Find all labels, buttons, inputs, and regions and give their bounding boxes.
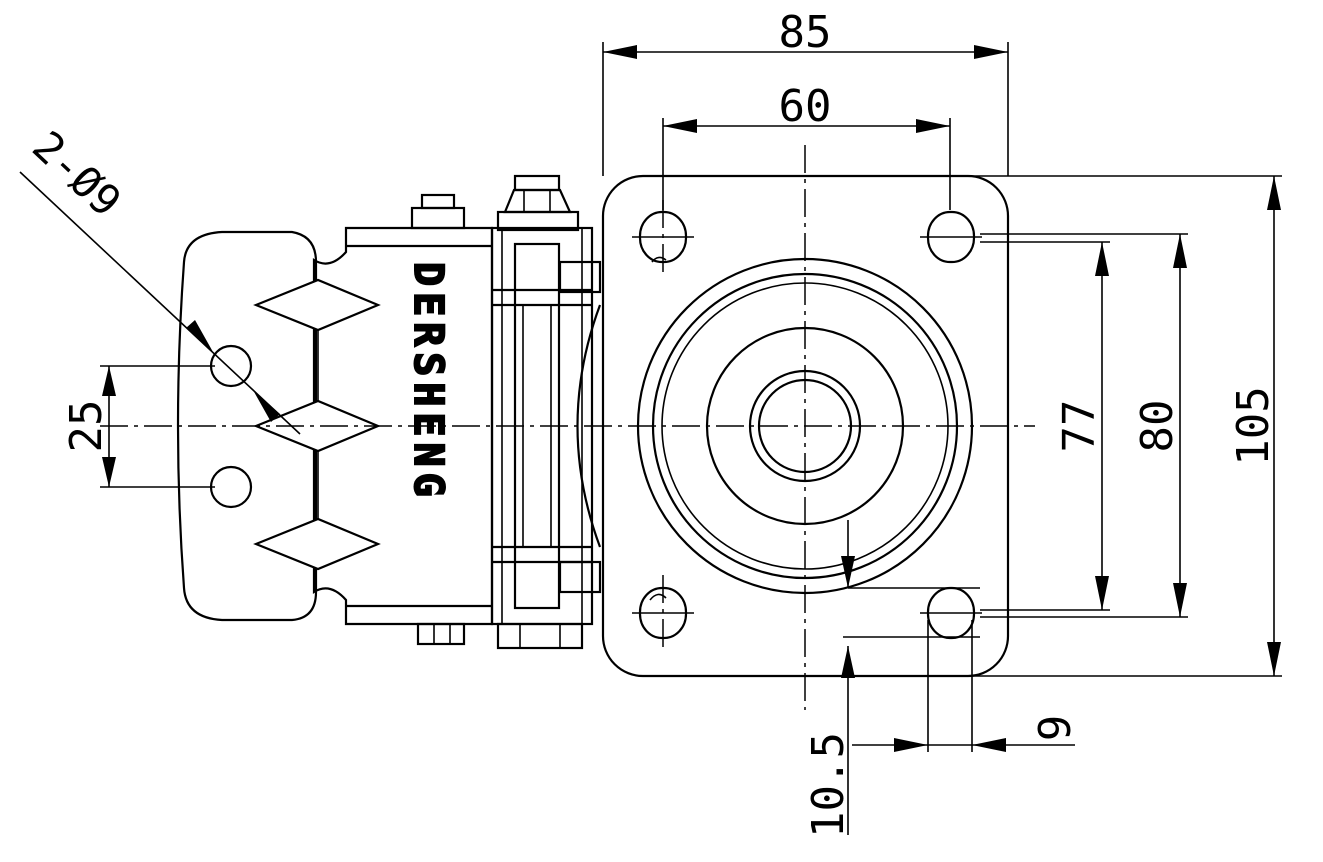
fork-assembly bbox=[490, 174, 602, 650]
brake-arm bbox=[312, 226, 494, 626]
center-lines bbox=[100, 145, 1035, 710]
dimension-80: 80 bbox=[980, 233, 1188, 618]
dimension-2-dia9: 2-Ø9 bbox=[19, 121, 301, 435]
axle-nut-top bbox=[496, 174, 580, 232]
nut-right-top bbox=[558, 260, 602, 294]
dim-2-dia9-label: 2-Ø9 bbox=[23, 121, 130, 226]
dimension-85: 85 bbox=[602, 7, 1009, 176]
axle-nut-bottom bbox=[496, 622, 584, 650]
pedal-pad bbox=[176, 230, 318, 622]
dim-80-label: 80 bbox=[1132, 400, 1183, 453]
dim-85-label: 85 bbox=[779, 7, 832, 58]
dim-77-label: 77 bbox=[1054, 400, 1105, 453]
pedal-hole-bottom bbox=[209, 465, 253, 509]
brand-text: DERSHENG bbox=[405, 262, 451, 503]
mounting-holes bbox=[632, 210, 982, 640]
dim-60-label: 60 bbox=[779, 81, 832, 132]
dim-10-5-label: 10.5 bbox=[803, 732, 854, 838]
nut-right-bottom bbox=[558, 560, 602, 594]
brake-bolt-bottom bbox=[416, 622, 466, 646]
dim-105-label: 105 bbox=[1228, 386, 1279, 465]
dim-25-label: 25 bbox=[61, 400, 112, 453]
grip-spikes bbox=[253, 278, 381, 571]
dimension-105: 105 bbox=[965, 175, 1282, 677]
dimension-25: 25 bbox=[61, 365, 215, 488]
dimension-60: 60 bbox=[662, 81, 951, 210]
brake-bolt-top bbox=[410, 206, 466, 230]
dimension-9: 9 bbox=[852, 620, 1081, 752]
brake-pedal: DERSHENG bbox=[176, 193, 494, 646]
dimension-77: 77 bbox=[980, 241, 1110, 611]
pedal-hole-top bbox=[209, 344, 253, 388]
dim-9-label: 9 bbox=[1030, 715, 1081, 742]
dimension-10-5: 10.5 bbox=[803, 520, 980, 838]
